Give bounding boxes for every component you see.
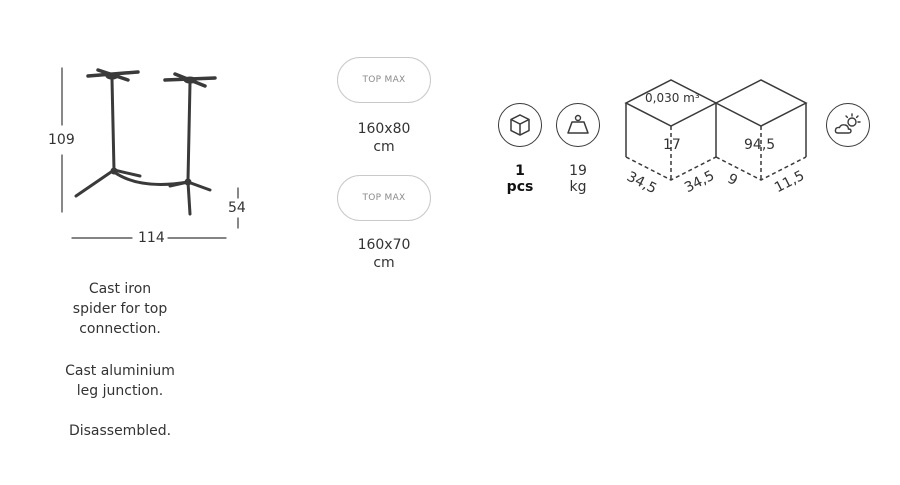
description-line: leg junction. [76, 383, 164, 399]
description-line: Cast iron [88, 281, 152, 297]
top-max-badge: TOP MAX [337, 175, 431, 221]
pieces-count: 1 pcs [490, 163, 550, 195]
product-description: Cast iron spider for top connection. Cas… [40, 279, 200, 441]
box1-height: 17 [663, 137, 681, 153]
top-size-unit: cm [373, 255, 395, 271]
weight-unit: kg [569, 179, 587, 195]
top-max-badge: TOP MAX [337, 57, 431, 103]
description-line: Cast aluminium [65, 363, 175, 379]
width-dimension: 114 [138, 230, 165, 246]
volume-label: 0,030 m³ [645, 91, 700, 105]
pieces-value: 1 [515, 163, 525, 179]
weight-icon [556, 103, 600, 147]
top-size-option: 160x80 cm [324, 120, 444, 156]
top-size-unit: cm [373, 139, 395, 155]
top-size-value: 160x70 [357, 237, 411, 253]
weight-value: 19 kg [548, 163, 608, 195]
top-size-option: 160x70 cm [324, 236, 444, 272]
box-icon [498, 103, 542, 147]
height-dimension: 109 [48, 132, 75, 148]
depth-dimension: 54 [228, 200, 246, 216]
pieces-unit: pcs [506, 179, 534, 195]
description-line: Disassembled. [68, 423, 172, 439]
outdoor-weather-icon [826, 103, 870, 147]
top-size-value: 160x80 [357, 121, 411, 137]
description-line: spider for top [72, 301, 168, 317]
box2-height: 94,5 [744, 137, 776, 153]
weight-number: 19 [569, 163, 587, 179]
description-line: connection. [79, 321, 161, 337]
